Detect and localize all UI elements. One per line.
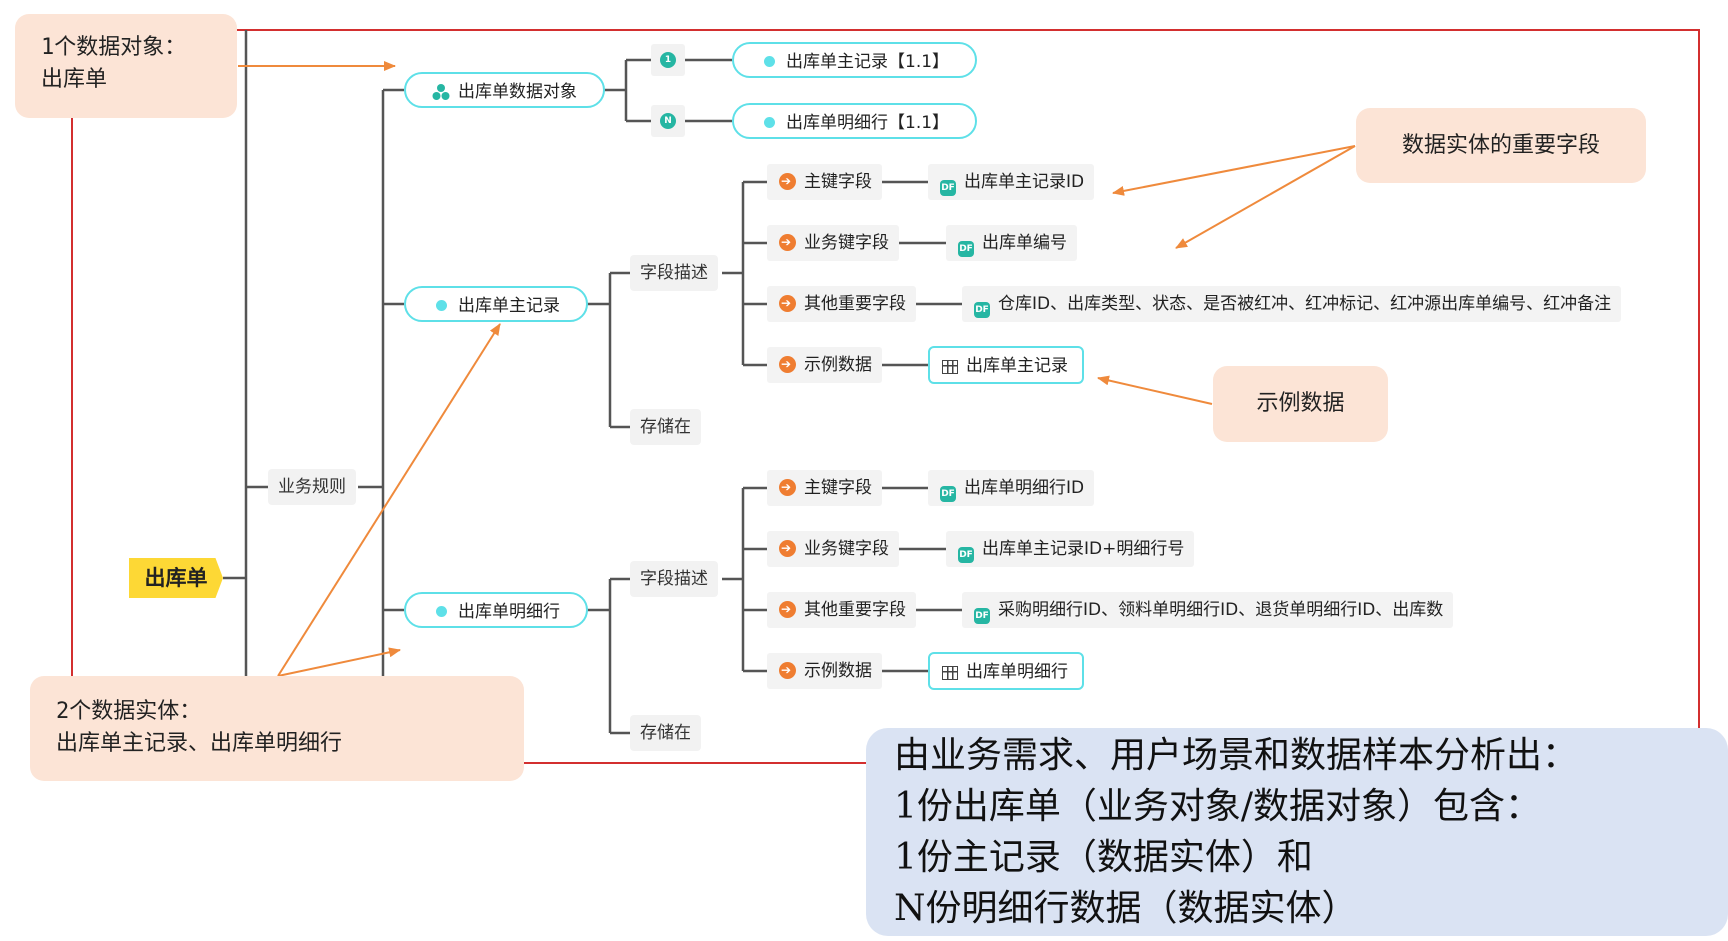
- detail-ref-label: 出库单明细行【1.1】: [786, 113, 950, 133]
- master-sample-value-text: 出库单主记录: [966, 356, 1068, 376]
- master-sample-value[interactable]: 出库单主记录: [928, 346, 1084, 384]
- df-icon: DF: [974, 302, 990, 318]
- arrow-circle-icon: [779, 530, 796, 566]
- master-branch: [585, 271, 630, 429]
- cardinality-1-icon: 1: [660, 52, 676, 68]
- arrow-circle-icon: [779, 224, 796, 260]
- detail-sample-label[interactable]: 示例数据: [767, 652, 882, 689]
- detail-pk-value[interactable]: DF 出库单明细行ID: [928, 470, 1095, 506]
- detail-bk-label[interactable]: 业务键字段: [767, 530, 899, 567]
- detail-other-value-text: 采购明细行ID、领料单明细行ID、退货单明细行ID、出库数: [998, 600, 1444, 620]
- detail-sample-text: 示例数据: [804, 661, 872, 681]
- df-icon: DF: [940, 180, 956, 196]
- master-fields: [722, 180, 767, 367]
- master-other-label[interactable]: 其他重要字段: [767, 285, 916, 322]
- detail-pk-text: 主键字段: [804, 478, 872, 498]
- arrow-circle-icon: [779, 285, 796, 321]
- master-stored-in[interactable]: 存储在: [630, 409, 701, 445]
- master-entity-label: 出库单主记录: [458, 296, 560, 316]
- detail-pk-label[interactable]: 主键字段: [767, 469, 882, 506]
- master-other-text: 其他重要字段: [804, 294, 906, 314]
- callout-arrow-key-1: [1112, 145, 1356, 196]
- summary-note: 由业务需求、用户场景和数据样本分析出： 1份出库单（业务对象/数据对象）包含： …: [866, 728, 1728, 936]
- dot-icon: [764, 56, 775, 67]
- detail-other-value[interactable]: DF 采购明细行ID、领料单明细行ID、退货单明细行ID、出库数: [962, 592, 1454, 628]
- master-pk-value-text: 出库单主记录ID: [964, 172, 1085, 192]
- master-sample-label[interactable]: 示例数据: [767, 346, 882, 383]
- dot-icon: [764, 117, 775, 128]
- detail-stored-in[interactable]: 存储在: [630, 715, 701, 751]
- arrow-circle-icon: [779, 652, 796, 688]
- master-pk-label[interactable]: 主键字段: [767, 163, 882, 200]
- master-other-value-text: 仓库ID、出库类型、状态、是否被红冲、红冲标记、红冲源出库单编号、红冲备注: [998, 294, 1612, 314]
- callout-data-object: 1个数据对象： 出库单: [15, 14, 237, 118]
- data-object-node[interactable]: 出库单数据对象: [404, 72, 605, 108]
- master-entity-node[interactable]: 出库单主记录: [404, 286, 588, 322]
- table-icon: [942, 360, 958, 374]
- master-pk-text: 主键字段: [804, 172, 872, 192]
- detail-entity-label: 出库单明细行: [458, 602, 560, 622]
- arrow-circle-icon: [779, 469, 796, 505]
- master-sample-text: 示例数据: [804, 355, 872, 375]
- cluster-icon: [432, 84, 450, 100]
- detail-other-text: 其他重要字段: [804, 600, 906, 620]
- master-other-value[interactable]: DF 仓库ID、出库类型、状态、是否被红冲、红冲标记、红冲源出库单编号、红冲备注: [962, 286, 1622, 322]
- detail-branch: [585, 577, 630, 735]
- detail-entity-node[interactable]: 出库单明细行: [404, 592, 588, 628]
- business-rules-node[interactable]: 业务规则: [268, 469, 356, 505]
- master-bk-value[interactable]: DF 出库单编号: [946, 225, 1077, 261]
- data-object-label: 出库单数据对象: [458, 82, 577, 102]
- callout-entities: 2个数据实体： 出库单主记录、出库单明细行: [30, 676, 524, 781]
- detail-ref-node[interactable]: 出库单明细行【1.1】: [732, 103, 978, 139]
- master-field-desc[interactable]: 字段描述: [630, 255, 718, 291]
- arrow-circle-icon: [779, 346, 796, 382]
- detail-field-desc[interactable]: 字段描述: [630, 561, 718, 597]
- master-bk-value-text: 出库单编号: [982, 233, 1067, 253]
- master-bk-label[interactable]: 业务键字段: [767, 224, 899, 261]
- df-icon: DF: [958, 241, 974, 257]
- cardinality-n-icon: N: [660, 113, 676, 129]
- detail-bk-value-text: 出库单主记录ID+明细行号: [982, 539, 1185, 559]
- callout-arrow-key-2: [1175, 145, 1356, 249]
- dot-icon: [436, 606, 447, 617]
- master-ref-node[interactable]: 出库单主记录【1.1】: [732, 42, 978, 78]
- callout-arrow-detail: [277, 647, 401, 677]
- master-cardinality-badge: 1: [651, 44, 685, 76]
- table-icon: [942, 666, 958, 680]
- detail-fields: [722, 486, 767, 673]
- df-icon: DF: [974, 608, 990, 624]
- master-values: [880, 180, 962, 367]
- master-pk-value[interactable]: DF 出库单主记录ID: [928, 164, 1095, 200]
- detail-values: [880, 486, 962, 673]
- detail-pk-value-text: 出库单明细行ID: [964, 478, 1085, 498]
- callout-arrow-sample: [1097, 375, 1213, 405]
- arrow-circle-icon: [779, 163, 796, 199]
- master-bk-text: 业务键字段: [804, 233, 889, 253]
- detail-sample-value[interactable]: 出库单明细行: [928, 652, 1084, 690]
- arrow-circle-icon: [779, 591, 796, 627]
- root-connector: [223, 30, 248, 680]
- callout-key-fields: 数据实体的重要字段: [1356, 108, 1646, 183]
- master-ref-label: 出库单主记录【1.1】: [786, 52, 950, 72]
- detail-other-label[interactable]: 其他重要字段: [767, 591, 916, 628]
- callout-arrow-master: [277, 323, 501, 677]
- detail-bk-value[interactable]: DF 出库单主记录ID+明细行号: [946, 531, 1195, 567]
- detail-cardinality-badge: N: [651, 105, 685, 137]
- df-icon: DF: [958, 547, 974, 563]
- detail-bk-text: 业务键字段: [804, 539, 889, 559]
- df-icon: DF: [940, 486, 956, 502]
- rules-branch: [358, 88, 404, 680]
- detail-sample-value-text: 出库单明细行: [966, 662, 1068, 682]
- object-branch: [604, 58, 732, 123]
- dot-icon: [436, 300, 447, 311]
- callout-sample: 示例数据: [1213, 366, 1388, 442]
- root-node[interactable]: 出库单: [129, 558, 223, 598]
